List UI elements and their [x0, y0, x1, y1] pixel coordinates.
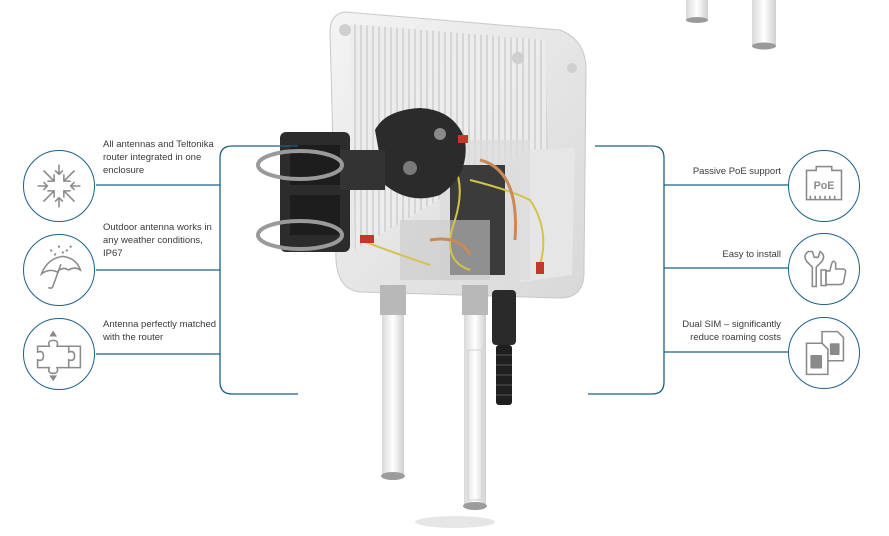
umbrella-rain-icon [39, 245, 82, 289]
feature-weather-icon-circle [23, 234, 95, 306]
connector-lines [96, 145, 788, 395]
feature-matched-icon-circle [23, 318, 95, 390]
feature-dualsim-text: Dual SIM – significantly reduce roaming … [682, 319, 781, 343]
feature-poe-text: Passive PoE support [692, 166, 781, 177]
dual-sim-icon [805, 330, 845, 376]
antenna-poles [380, 285, 495, 528]
poe-port-icon: PoE [805, 165, 843, 201]
feature-enclosure-icon-circle [23, 150, 95, 222]
feature-matched-text: Antenna perfectly matched with the route… [103, 319, 217, 343]
wrench-thumbs-up-icon [804, 250, 847, 288]
background-antenna-poles [686, 0, 776, 50]
cable-gland [492, 290, 516, 405]
feature-dualsim-icon-circle [788, 317, 860, 389]
feature-enclosure-text: All antennas and Teltonika router integr… [103, 139, 214, 176]
compress-arrows-icon [37, 164, 81, 208]
feature-install-text: Easy to install [722, 249, 781, 260]
puzzle-icon [36, 330, 82, 382]
feature-install-icon-circle [788, 233, 860, 305]
feature-weather-text: Outdoor antenna works in any weather con… [103, 222, 212, 259]
poe-label: PoE [814, 180, 835, 192]
feature-poe-icon-circle: PoE [788, 150, 860, 222]
mounting-bracket [256, 108, 544, 274]
